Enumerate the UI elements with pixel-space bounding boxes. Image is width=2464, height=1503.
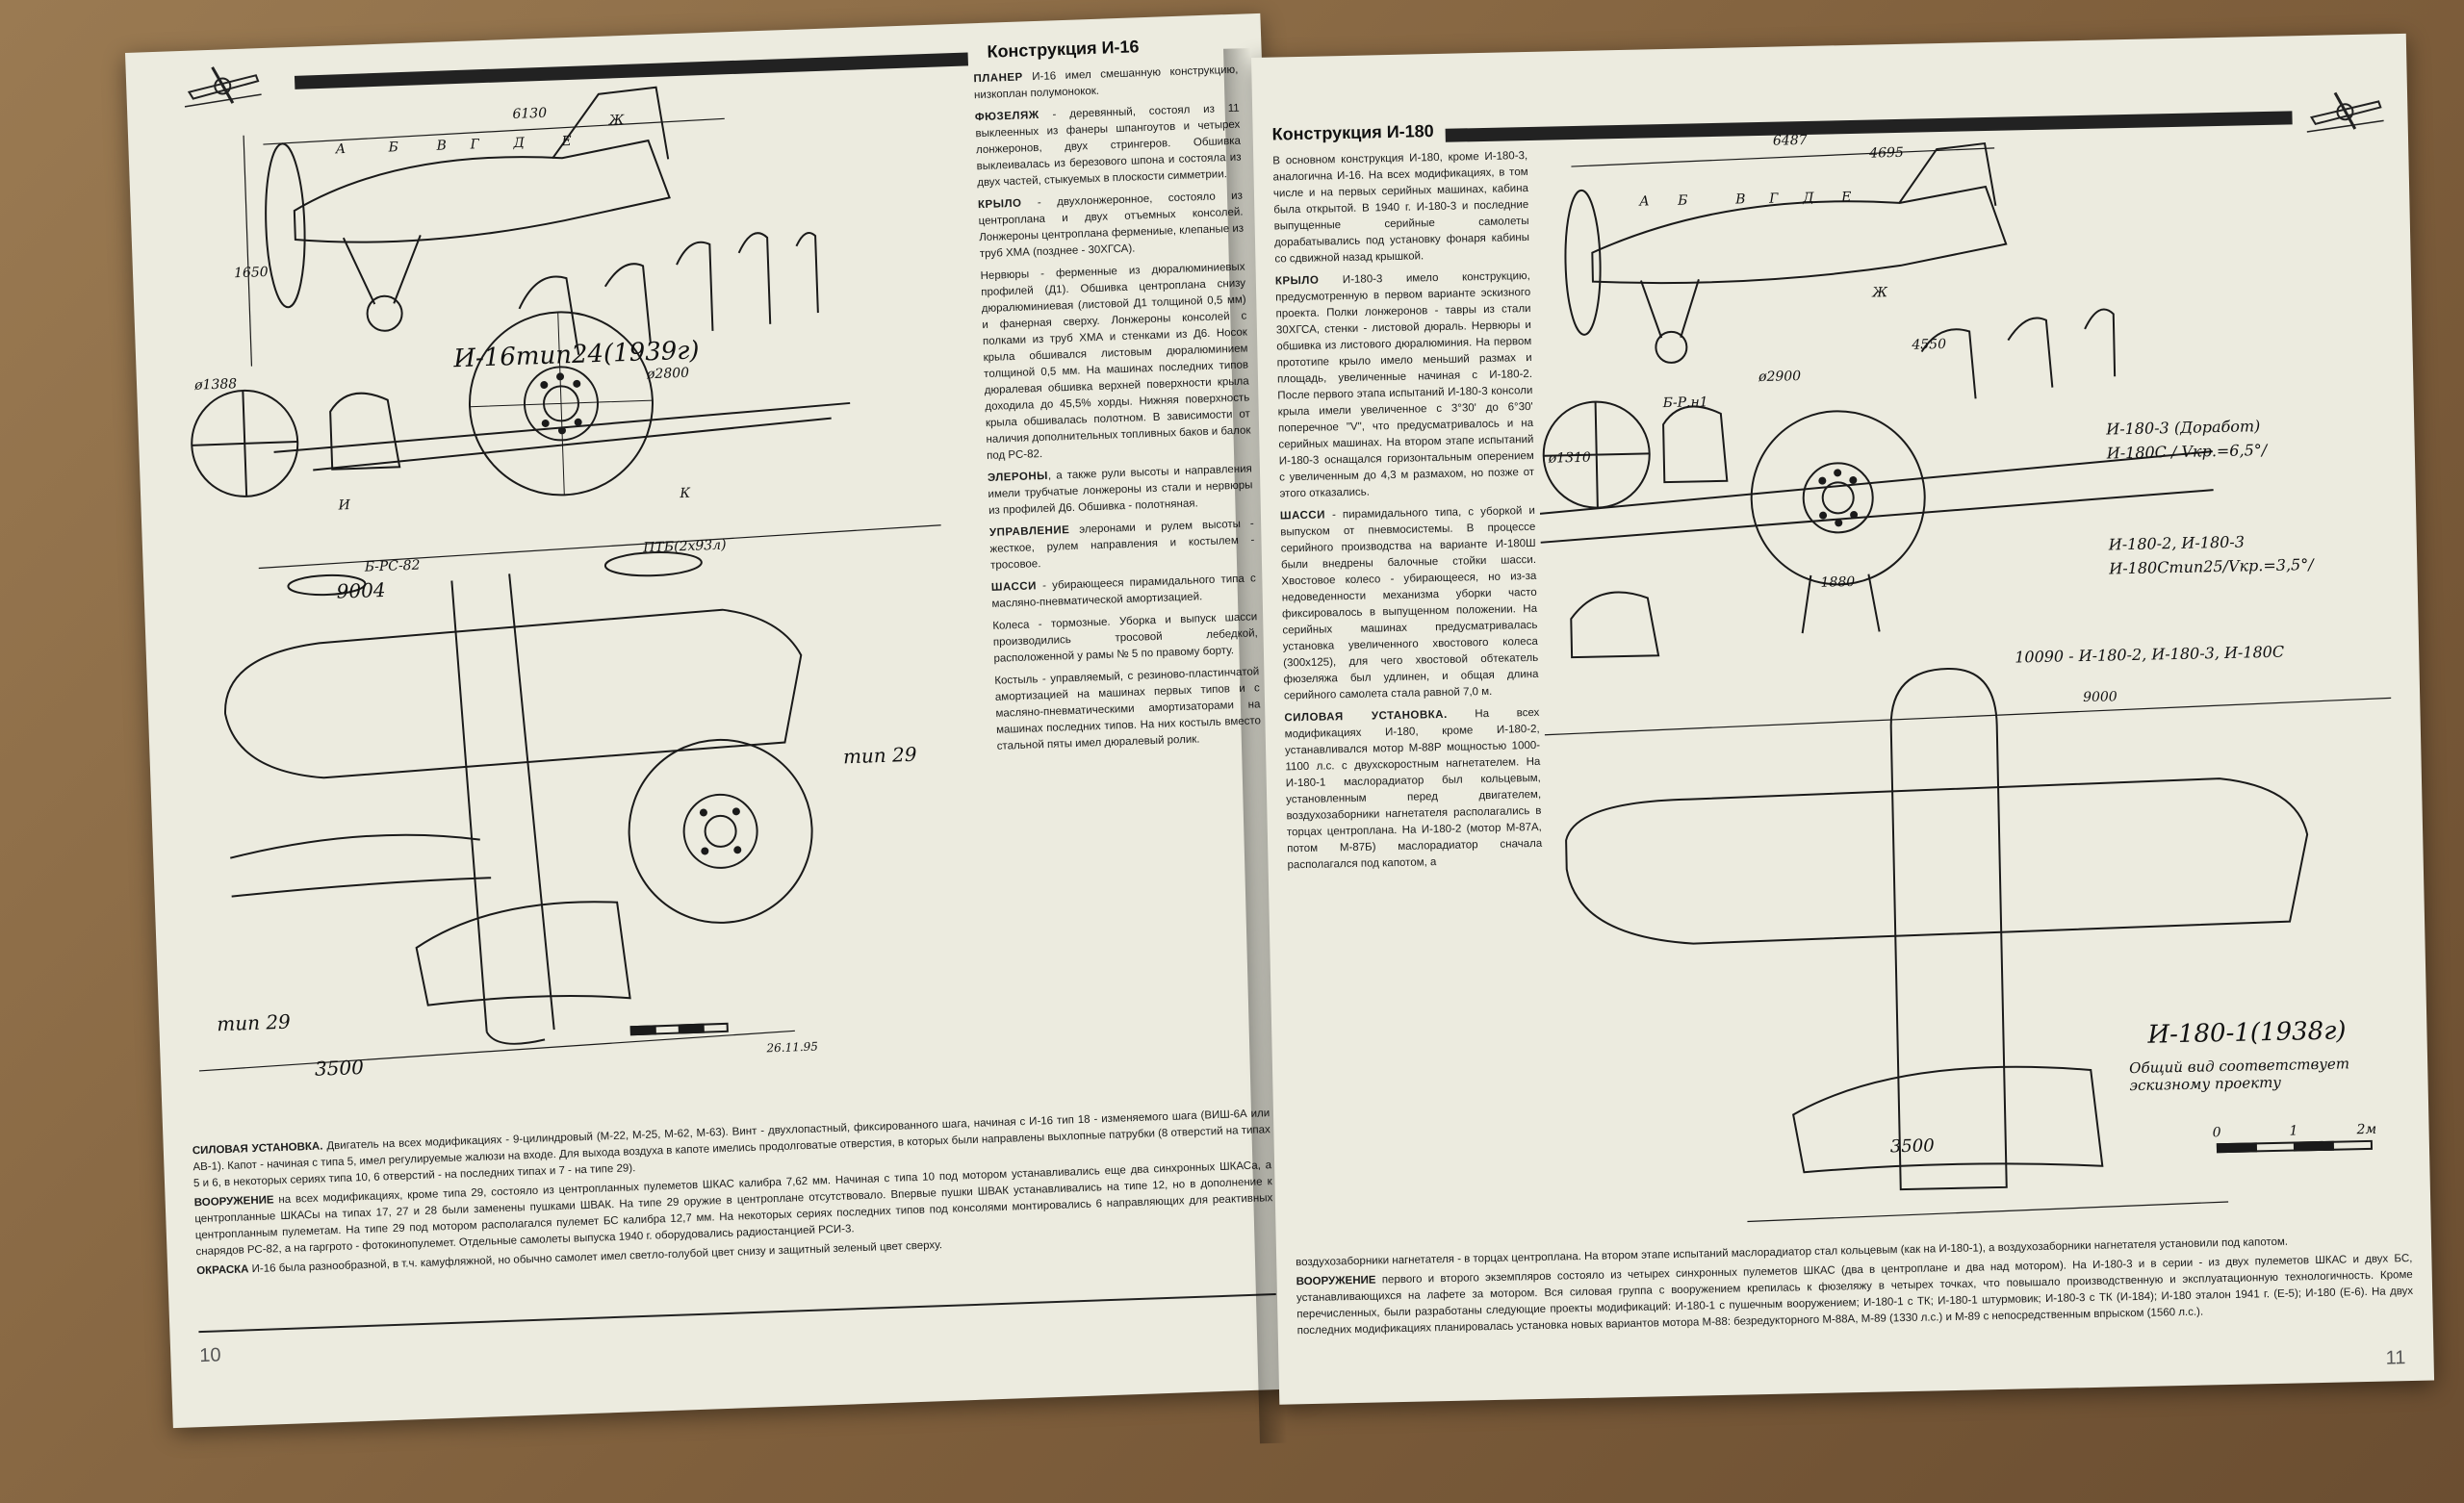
r-station-g: Г: [1769, 191, 1779, 207]
col-para-9: Костыль - управляемый, с резиново-пласти…: [994, 666, 1262, 752]
left-section-title: Конструкция И-16: [987, 37, 1140, 62]
col-para-6: УПРАВЛЕНИЕ элеронами и рулем высоты - же…: [988, 518, 1255, 572]
label-type29-left: тип 29: [216, 1009, 292, 1036]
right-section-title: Конструкция И-180: [1271, 121, 1434, 144]
station-d: Д: [513, 135, 526, 151]
dim-d2900: ø2900: [1758, 369, 1802, 386]
dim-1650: 1650: [233, 264, 269, 282]
left-page: Конструкция И-16: [125, 13, 1309, 1429]
dim-6130: 6130: [512, 105, 548, 122]
right-page-number: 11: [2385, 1347, 2406, 1369]
r-station-e: Е: [1841, 189, 1852, 206]
station-v: В: [436, 138, 448, 154]
station-b: Б: [388, 140, 399, 156]
drawing-title-i180: И-180-1(1938г): [2147, 1016, 2347, 1050]
label-i180-3-dorabot: И-180-3 (Доработ): [2106, 417, 2261, 439]
r-station-v: В: [1735, 191, 1746, 208]
scale-2m: 2м: [2356, 1121, 2377, 1138]
scale-1: 1: [2289, 1123, 2298, 1139]
station-i: И: [338, 497, 351, 514]
dim-1880: 1880: [1820, 573, 1856, 591]
col-para-7: ШАССИ - убирающееся пирамидального типа …: [990, 573, 1256, 610]
drawing-signature: 26.11.95: [766, 1039, 819, 1056]
dim-b-rn1: Б-Р.н1: [1662, 395, 1708, 412]
i180-technical-drawing: [1539, 141, 2392, 1223]
col-para-4: Нервюры - ферменные из дюралюминиевых пр…: [980, 261, 1251, 463]
right-bottom-text: воздухозаборники нагнетателя - в торцах …: [1296, 1232, 2414, 1342]
left-column-text: ПЛАНЕР И-16 имел смешанную конструкцию, …: [973, 63, 1262, 761]
r-station-a: А: [1639, 193, 1650, 210]
r-col-para-1: В основном конструкция И-180, кроме И-18…: [1272, 150, 1530, 266]
left-page-number: 10: [198, 1344, 221, 1367]
right-page: Конструкция И-180 В основном конструкция…: [1251, 33, 2435, 1405]
right-column-text: В основном конструкция И-180, кроме И-18…: [1272, 148, 1543, 879]
dim-4550: 4550: [1912, 336, 1947, 353]
dim-drop-tank: ПТБ(2х93л): [643, 537, 727, 556]
r-col-para-2: КРЫЛО И-180-3 имело конструкцию, предусм…: [1274, 269, 1535, 500]
station-zh: Ж: [608, 112, 625, 129]
r-col-para-4: СИЛОВАЯ УСТАНОВКА. На всех модификациях …: [1284, 706, 1543, 872]
label-i180-2-3: И-180-2, И-180-3: [2108, 532, 2246, 554]
airplane-logo-icon: [2306, 91, 2384, 133]
r-station-zh: Ж: [1872, 285, 1888, 301]
station-g: Г: [470, 137, 480, 153]
drawing-note: Общий вид соответствует эскизному проект…: [2129, 1055, 2350, 1095]
left-bottom-text: СИЛОВАЯ УСТАНОВКА. Двигатель на всех мод…: [192, 1106, 1274, 1283]
label-type29-right: тип 29: [842, 742, 917, 769]
airplane-logo-icon: [184, 66, 262, 108]
station-k: К: [680, 485, 691, 502]
col-para-8: Колеса - тормозные. Уборка и выпуск шасс…: [992, 611, 1258, 665]
r-station-d: Д: [1803, 190, 1814, 207]
col-para-5: ЭЛЕРОНЫ, а также рули высоты и направлен…: [987, 463, 1253, 517]
dim-9000: 9000: [2082, 689, 2118, 706]
dim-3500: 3500: [314, 1055, 365, 1081]
i16-technical-drawing: [191, 86, 941, 1072]
station-a: А: [335, 141, 346, 158]
r-station-b: Б: [1678, 192, 1688, 209]
r-col-para-3: ШАССИ - пирамидального типа, с уборкой и…: [1279, 504, 1539, 702]
col-para-1: ПЛАНЕР И-16 имел смешанную конструкцию, …: [973, 64, 1239, 102]
dim-d1310: ø1310: [1548, 449, 1592, 467]
col-para-3: КРЫЛО - двухлонжеронное, состояло из цен…: [977, 190, 1245, 261]
dim-3500-right: 3500: [1889, 1135, 1935, 1158]
dim-4695: 4695: [1869, 144, 1905, 162]
dim-d1388: ø1388: [193, 376, 238, 394]
dim-d2800: ø2800: [646, 365, 690, 383]
col-para-2: ФЮЗЕЛЯЖ - деревянный, состоял из 11 выкл…: [974, 102, 1242, 190]
left-bottom-rule: [198, 1293, 1276, 1334]
dim-6487: 6487: [1772, 132, 1808, 149]
dim-rs82: Б-РС-82: [364, 557, 421, 575]
label-i180s-vkr65: И-180С / Vкр.=6,5°/: [2106, 440, 2268, 463]
scale-0: 0: [2212, 1125, 2221, 1141]
station-e: Е: [561, 133, 573, 150]
dim-9004: 9004: [336, 577, 386, 603]
